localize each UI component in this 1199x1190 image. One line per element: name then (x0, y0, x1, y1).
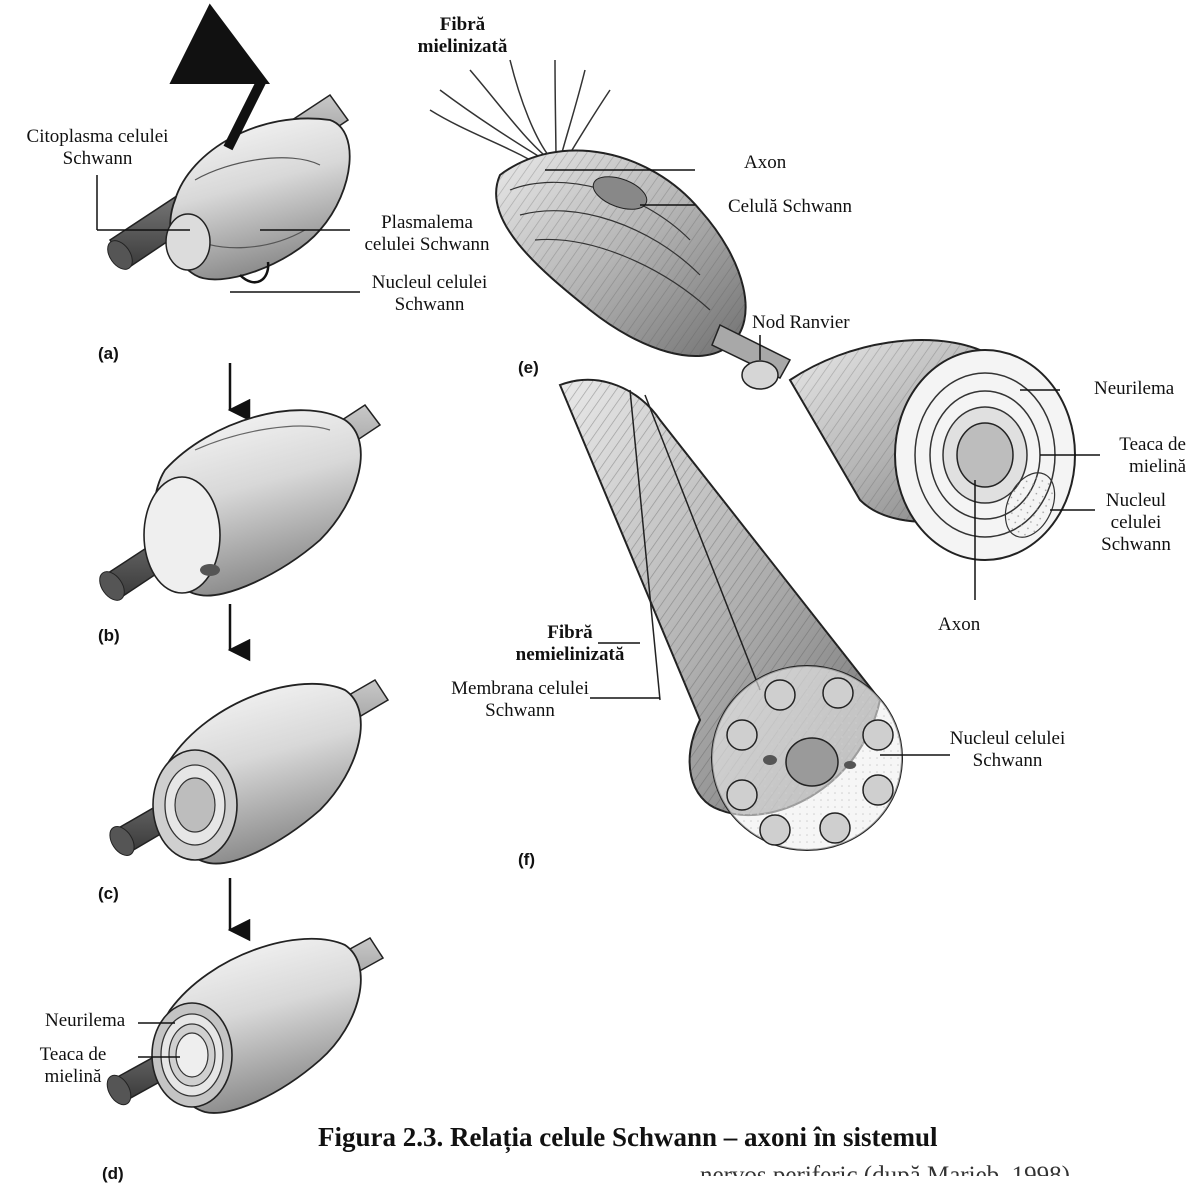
tag-e: (e) (518, 358, 539, 378)
label-celula-schwann: Celulă Schwann (728, 196, 852, 218)
label-nod-ranvier: Nod Ranvier (752, 312, 850, 334)
label-teaca-d: Teaca de mielină (18, 1044, 128, 1088)
label-citoplasma: Citoplasma celulei Schwann (10, 126, 185, 170)
tag-b: (b) (98, 626, 120, 646)
figure-caption: Figura 2.3. Relația celule Schwann – axo… (318, 1122, 938, 1153)
tag-d: (d) (102, 1164, 124, 1184)
tag-f: (f) (518, 850, 535, 870)
label-teaca-e: Teaca de mielină (1100, 434, 1186, 478)
label-fibra-mielinizata: Fibră mielinizată (400, 14, 525, 58)
label-plasmalema: Plasmalema celulei Schwann (352, 212, 502, 256)
label-neurilema-e: Neurilema (1094, 378, 1174, 400)
label-nucleul-a: Nucleul celulei Schwann (362, 272, 497, 316)
label-fibra-nemielinizata: Fibră nemielinizată (510, 622, 630, 666)
label-axon-top: Axon (744, 152, 786, 174)
tag-c: (c) (98, 884, 119, 904)
tag-a: (a) (98, 344, 119, 364)
label-nucleul-f: Nucleul celulei Schwann (940, 728, 1075, 772)
label-neurilema-d: Neurilema (45, 1010, 125, 1032)
label-axon-e: Axon (938, 614, 980, 636)
label-nucleul-e: Nucleul celulei Schwann (1090, 490, 1182, 556)
label-membrana: Membrana celulei Schwann (445, 678, 595, 722)
